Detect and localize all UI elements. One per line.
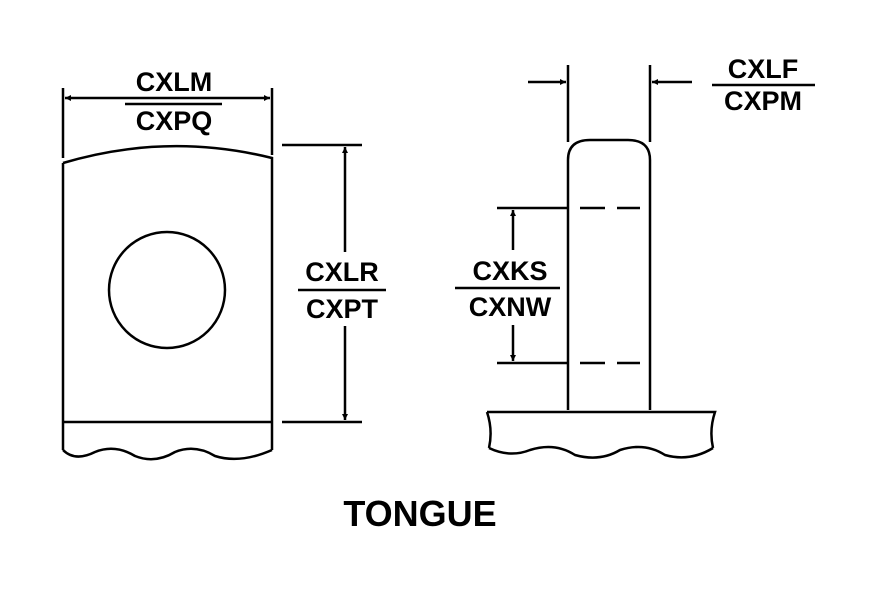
width-label-top: CXLM [136, 67, 213, 97]
hole-circle [107, 230, 227, 350]
width-label-bottom: CXPQ [136, 106, 213, 136]
diagram-title: TONGUE [343, 493, 496, 534]
height-label-bottom: CXPT [306, 294, 379, 324]
thickness-label-top: CXLF [728, 54, 799, 84]
height-label-top: CXLR [305, 257, 379, 287]
hole-label-bottom: CXNW [469, 292, 552, 322]
hole-label-top: CXKS [472, 256, 547, 286]
thickness-label-bottom: CXPM [724, 86, 802, 116]
side-view: CXLF CXPM CXKS CXNW [455, 54, 815, 459]
front-view: CXLM CXPQ CXLR CXPT [61, 67, 388, 461]
